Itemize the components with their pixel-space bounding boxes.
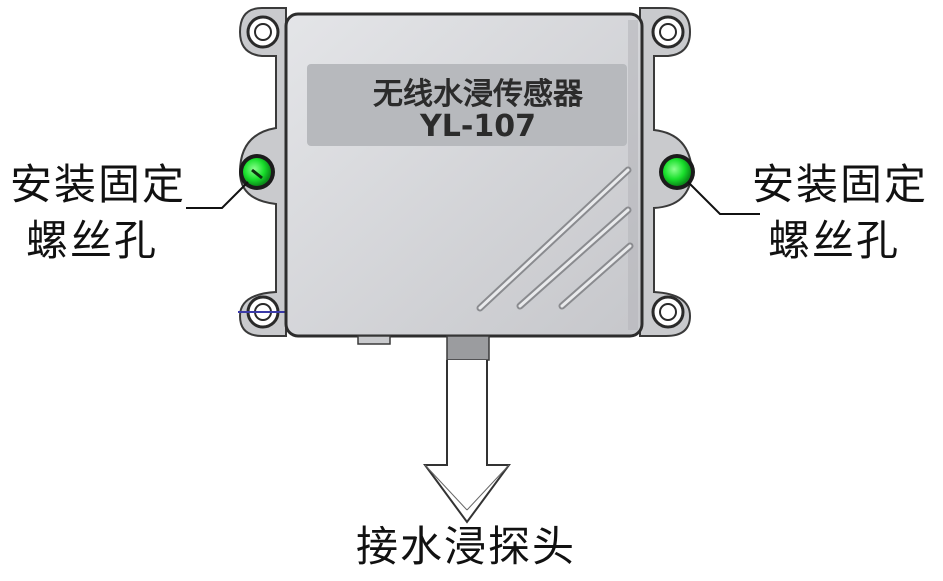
- callout-probe: 接水浸探头: [356, 522, 577, 571]
- leader-line-left: [186, 181, 249, 209]
- device-model: YL-107: [419, 109, 536, 144]
- screw-hole-top-left: [246, 15, 280, 49]
- sensor-enclosure: [284, 12, 644, 338]
- probe-arrow: [423, 360, 511, 524]
- screw-hole-bottom-left: [238, 295, 290, 329]
- leader-line-right: [687, 181, 760, 215]
- device-name: 无线水浸传感器: [373, 77, 584, 112]
- mount-hole-left: [239, 154, 275, 190]
- probe-cable-gland: [446, 335, 490, 361]
- callout-right-mount-line2: 螺丝孔: [768, 216, 901, 265]
- bottom-connector-small: [357, 335, 391, 345]
- callout-right-mount-line1: 安装固定: [752, 160, 929, 209]
- mount-hole-right: [659, 154, 695, 190]
- screw-hole-bottom-right: [651, 295, 685, 329]
- callout-left-mount-line2: 螺丝孔: [26, 216, 159, 265]
- decorative-grooves: [476, 166, 634, 312]
- callout-left-mount-line1: 安装固定: [10, 160, 187, 209]
- screw-hole-top-right: [651, 15, 685, 49]
- label-panel: 无线水浸传感器 YL-107: [307, 64, 627, 146]
